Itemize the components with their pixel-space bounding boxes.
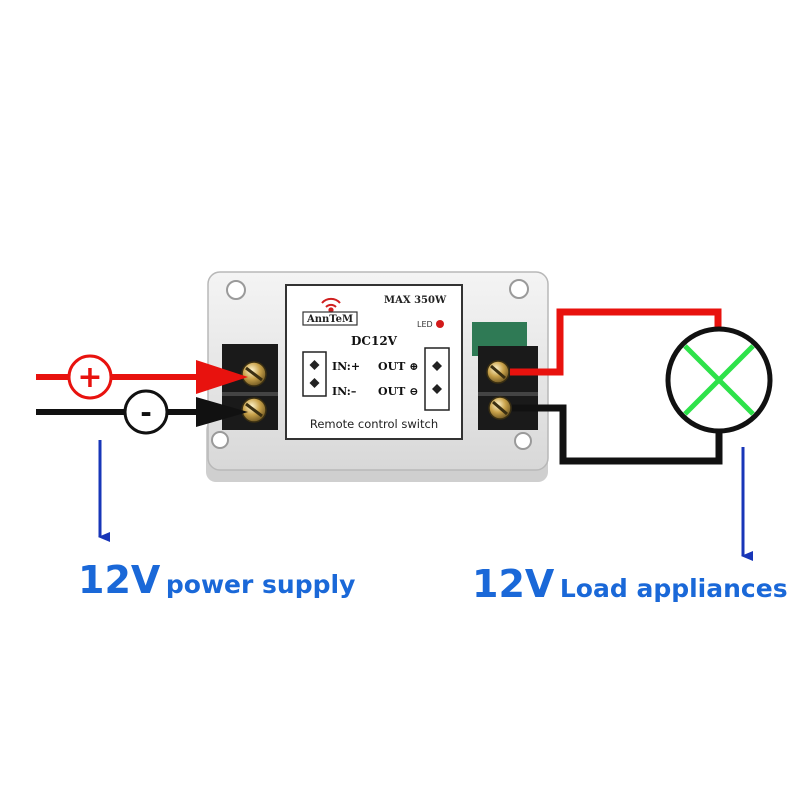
positive-output-wire: [510, 308, 722, 376]
input-terminal-block: [222, 344, 278, 430]
load-text: Load appliances: [559, 574, 788, 603]
output-terminal-block: [478, 346, 538, 430]
mounting-hole: [514, 432, 532, 450]
power-supply-voltage: 12V: [78, 558, 161, 602]
svg-text:+: +: [77, 360, 102, 395]
brand-name: AnnTeM: [306, 314, 353, 325]
mounting-hole: [509, 279, 529, 299]
negative-output-wire: [512, 404, 723, 465]
output-port-marker: [424, 347, 450, 411]
led-indicator-icon: [436, 320, 444, 328]
lamp-icon: [665, 326, 773, 434]
max-rating: MAX 350W: [384, 295, 447, 306]
mounting-hole: [211, 431, 229, 449]
input-negative-label: IN:–: [332, 385, 356, 398]
negative-symbol: -: [123, 389, 169, 435]
output-negative-label: OUT ⊖: [378, 385, 418, 398]
load-caption: 12V Load appliances: [472, 562, 788, 606]
svg-text:-: -: [140, 396, 152, 429]
brand-box: [302, 311, 358, 326]
positive-symbol: +: [67, 354, 113, 400]
led-label: LED: [417, 320, 433, 329]
power-supply-caption: 12V power supply: [78, 558, 355, 602]
output-positive-label: OUT ⊕: [378, 360, 418, 373]
input-port-marker: [302, 351, 327, 397]
input-arrows: [196, 360, 248, 427]
voltage-label: DC12V: [351, 334, 398, 348]
module-caption: Remote control switch: [310, 417, 438, 431]
mounting-hole: [226, 280, 246, 300]
negative-arrow-head: [196, 397, 248, 427]
input-positive-label: IN:+: [332, 360, 360, 373]
label-plate: AnnTeM MAX 350W LED DC12V IN:+ IN:– OUT …: [285, 284, 463, 440]
relay-module: AnnTeM MAX 350W LED DC12V IN:+ IN:– OUT …: [206, 271, 549, 482]
load-voltage: 12V: [472, 562, 555, 606]
load-wires: [510, 308, 723, 465]
positive-arrow-head: [196, 360, 248, 394]
power-supply-text: power supply: [165, 570, 356, 599]
